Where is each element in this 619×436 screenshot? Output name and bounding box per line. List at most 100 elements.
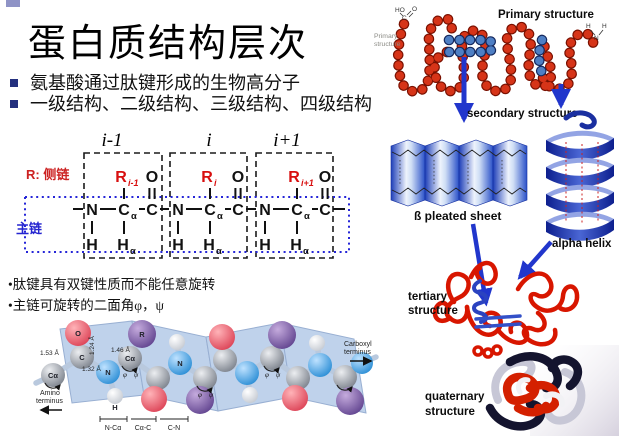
page-title: 蛋白质结构层次 bbox=[28, 23, 309, 65]
bond-length-label: 1.32 Å bbox=[82, 364, 101, 373]
bond-length-label: 1.46 Å bbox=[111, 345, 130, 354]
beta-sheet-label: ß pleated sheet bbox=[414, 209, 501, 223]
sheet-chain-bottom bbox=[391, 187, 527, 195]
bond-brackets bbox=[99, 416, 189, 422]
bond-name-label: Cα-C bbox=[135, 425, 152, 432]
alpha-subscript: α bbox=[217, 211, 223, 222]
atom-n: N bbox=[86, 202, 98, 219]
amino-n: N bbox=[594, 35, 599, 42]
residue-group-2: N C α C O R i H H α bbox=[172, 169, 244, 257]
atom-n: N bbox=[172, 202, 184, 219]
residue-group-3: N C α C O R i+1 H H α bbox=[259, 169, 331, 257]
tertiary-structure-label: structure bbox=[408, 305, 458, 317]
atom-label: Cα bbox=[125, 354, 135, 363]
carboxyl-ho: HO bbox=[395, 7, 405, 14]
quaternary-structure-figure bbox=[485, 352, 586, 431]
atom-o: O bbox=[146, 169, 158, 186]
dihedral-angle-labels: φ ψ φ ψ φ ψ bbox=[123, 371, 281, 399]
alpha-helix-label: alpha helix bbox=[552, 238, 612, 250]
sheet-chain-top bbox=[391, 149, 527, 157]
bond-length-label: 1.24 Å bbox=[87, 336, 96, 355]
tertiary-structure-label: tertiary bbox=[408, 291, 448, 303]
r-subscript: i-1 bbox=[128, 178, 139, 188]
amino-h: H bbox=[602, 23, 607, 30]
atom-h: H bbox=[86, 237, 98, 254]
amino-terminus-label: Amino bbox=[40, 390, 60, 397]
bond-name-label: N-Cα bbox=[105, 425, 122, 432]
structure-hierarchy-figure: HO C O H H N Primary structure Primary s… bbox=[374, 6, 619, 436]
atom-h: H bbox=[172, 237, 184, 254]
alpha-subscript: α bbox=[304, 211, 310, 222]
bullet-text: 氨基酸通过肽键形成的生物高分子 bbox=[30, 73, 300, 93]
beta-sheet-figure bbox=[390, 139, 528, 207]
note-line: •主链可旋转的二面角φ，ψ bbox=[8, 298, 164, 313]
primary-structure-label: Primary structure bbox=[498, 9, 594, 21]
atom-r: R bbox=[115, 169, 127, 186]
alpha-subscript: α bbox=[131, 211, 137, 222]
alpha-helix-figure bbox=[546, 110, 614, 241]
backbone-bonds bbox=[73, 188, 345, 234]
corner-decoration bbox=[6, 0, 20, 7]
bond-length-label: 1.53 Å bbox=[40, 348, 59, 357]
bullet-item: 氨基酸通过肽键形成的生物高分子 bbox=[8, 73, 372, 94]
peptide-diagram: i-1 i i+1 R: 侧链 主链 N C α C O bbox=[16, 130, 350, 259]
alpha-subscript: α bbox=[130, 246, 136, 257]
atom-label: N bbox=[177, 359, 182, 368]
main-chain-label: 主链 bbox=[16, 221, 43, 236]
atom-label: Cα bbox=[48, 371, 58, 380]
bullet-list: 氨基酸通过肽键形成的生物高分子 一级结构、二级结构、三级结构、四级结构 bbox=[8, 73, 372, 115]
bullet-square-icon bbox=[10, 100, 18, 108]
atom-label: N bbox=[105, 368, 110, 377]
atom-h-alpha: H bbox=[117, 237, 129, 254]
atom-n: N bbox=[259, 202, 271, 219]
side-chain-label: R: 侧链 bbox=[26, 167, 70, 182]
quaternary-structure-label: quaternary bbox=[425, 391, 485, 403]
phi-label: φ bbox=[123, 371, 127, 379]
note-line: •肽键具有双键性质而不能任意旋转 bbox=[8, 277, 216, 292]
atom-o: O bbox=[319, 169, 331, 186]
bullet-square-icon bbox=[10, 79, 18, 87]
atom-label: C bbox=[79, 353, 85, 362]
carboxyl-group: HO C O bbox=[395, 6, 417, 22]
primary-structure-chain bbox=[392, 13, 599, 97]
carboxyl-terminus-label: terminus bbox=[344, 349, 371, 356]
phi-label: φ bbox=[198, 391, 202, 399]
carboxyl-c: C bbox=[402, 15, 407, 22]
r-subscript: i bbox=[214, 178, 217, 188]
bullet-item: 一级结构、二级结构、三级结构、四级结构 bbox=[8, 94, 372, 115]
carboxyl-terminus-label: Carboxyl bbox=[344, 341, 372, 348]
secondary-structure-label: secondary structure bbox=[467, 108, 578, 120]
bond-name-label: C-N bbox=[168, 425, 180, 432]
rotation-arrows bbox=[44, 365, 353, 394]
atom-c: C bbox=[319, 202, 331, 219]
atom-r: R bbox=[201, 169, 213, 186]
atom-r: R bbox=[288, 169, 300, 186]
residue-index-label: i-1 bbox=[101, 130, 122, 151]
residue-box bbox=[255, 152, 334, 259]
atom-c: C bbox=[232, 202, 244, 219]
sheet-h-bonds bbox=[399, 160, 503, 185]
residue-box bbox=[169, 152, 248, 259]
bullet-text: 一级结构、二级结构、三级结构、四级结构 bbox=[30, 94, 372, 114]
alpha-subscript: α bbox=[216, 246, 222, 257]
atom-c-alpha: C bbox=[204, 202, 216, 219]
amino-group: H H N bbox=[586, 23, 607, 42]
atom-c: C bbox=[146, 202, 158, 219]
amino-h: H bbox=[586, 23, 591, 30]
primary-structure-small-label: structure bbox=[374, 41, 401, 48]
phi-label: φ bbox=[265, 371, 269, 379]
residue-index-label: i bbox=[206, 130, 211, 151]
atom-h-alpha: H bbox=[203, 237, 215, 254]
atom-label: O bbox=[75, 329, 81, 338]
primary-structure-small-label: Primary bbox=[374, 33, 398, 40]
atom-c-alpha: C bbox=[118, 202, 130, 219]
quaternary-structure-label: structure bbox=[425, 406, 475, 418]
notes-block: •肽键具有双键性质而不能任意旋转 •主链可旋转的二面角φ，ψ bbox=[8, 274, 215, 316]
residue-index-label: i+1 bbox=[273, 130, 301, 151]
model-atoms bbox=[41, 320, 373, 415]
psi-label: ψ bbox=[134, 371, 139, 379]
r-subscript: i+1 bbox=[301, 178, 314, 188]
tertiary-structure-figure bbox=[432, 260, 580, 359]
residue-box bbox=[83, 152, 163, 259]
